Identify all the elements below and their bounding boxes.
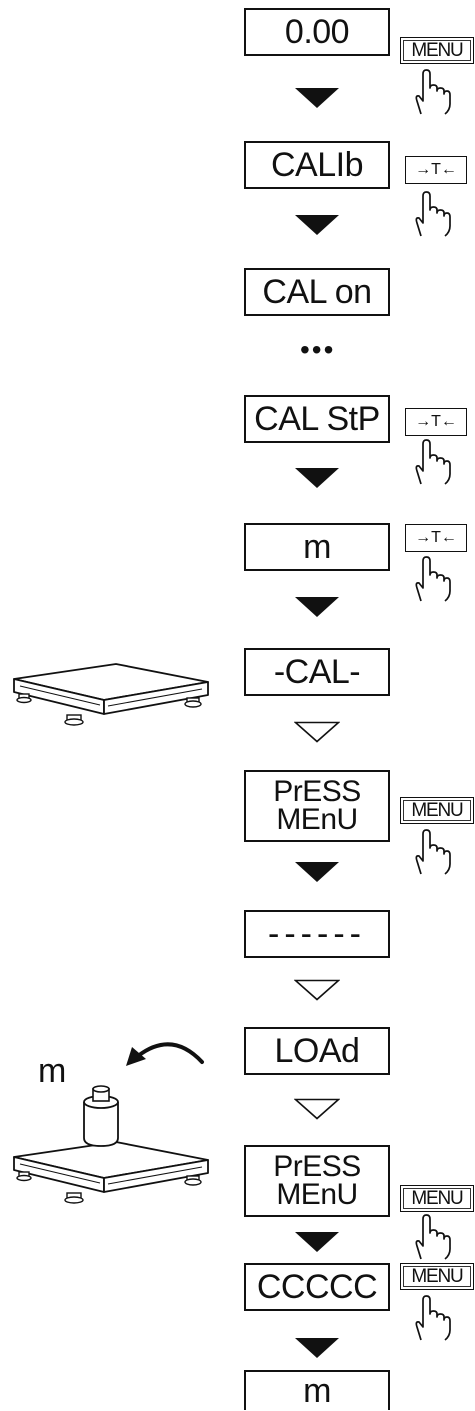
display-calib: CALIb [244, 141, 390, 189]
display-ccccc: CCCCC [244, 1263, 390, 1311]
menu-key[interactable]: MENU [400, 1185, 474, 1212]
outline-arrow-icon [294, 721, 340, 743]
pointing-hand-icon [415, 1295, 451, 1341]
pointing-hand-icon [415, 69, 451, 115]
filled-arrow-icon [295, 597, 339, 617]
curved-arrow-icon [126, 1042, 204, 1066]
display-press-menu-first: PrESS MEnU [244, 770, 390, 842]
filled-arrow-icon [295, 215, 339, 235]
display-press-text: PrESS [273, 775, 361, 809]
weight-label: m [38, 1052, 67, 1090]
display-menu-text: MEnU [276, 803, 358, 836]
filled-arrow-icon [295, 862, 339, 882]
pointing-hand-icon [415, 829, 451, 875]
display-m-first: m [244, 523, 390, 571]
filled-arrow-icon [295, 1338, 339, 1358]
filled-arrow-icon [295, 468, 339, 488]
display-cal-on: CAL on [244, 268, 390, 316]
display-m-last: m [244, 1370, 390, 1410]
scale-platform-icon [13, 663, 209, 726]
display-press-menu-second: PrESS MEnU [244, 1145, 390, 1217]
display-dashes: ------ [244, 910, 390, 958]
filled-arrow-icon [295, 88, 339, 108]
calibration-weight-icon [83, 1085, 119, 1147]
display-press-text: PrESS [273, 1150, 361, 1184]
tare-key[interactable]: →T← [405, 524, 467, 552]
scale-with-weight-icon [13, 1085, 209, 1204]
display-load: LOAd [244, 1027, 390, 1075]
outline-arrow-icon [294, 1098, 340, 1120]
menu-key[interactable]: MENU [400, 37, 474, 64]
display-cal-dash: -CAL- [244, 648, 390, 696]
display-menu-text: MEnU [276, 1178, 358, 1211]
display-zero: 0.00 [244, 8, 390, 56]
menu-key[interactable]: MENU [400, 797, 474, 824]
outline-arrow-icon [294, 979, 340, 1001]
tare-key[interactable]: →T← [405, 408, 467, 436]
tare-key[interactable]: →T← [405, 156, 467, 184]
display-cal-stp: CAL StP [244, 395, 390, 443]
pointing-hand-icon [415, 556, 451, 602]
pointing-hand-icon [415, 191, 451, 237]
ellipsis: ••• [300, 334, 336, 365]
pointing-hand-icon [415, 1214, 451, 1260]
filled-arrow-icon [295, 1232, 339, 1252]
menu-key[interactable]: MENU [400, 1263, 474, 1290]
pointing-hand-icon [415, 439, 451, 485]
